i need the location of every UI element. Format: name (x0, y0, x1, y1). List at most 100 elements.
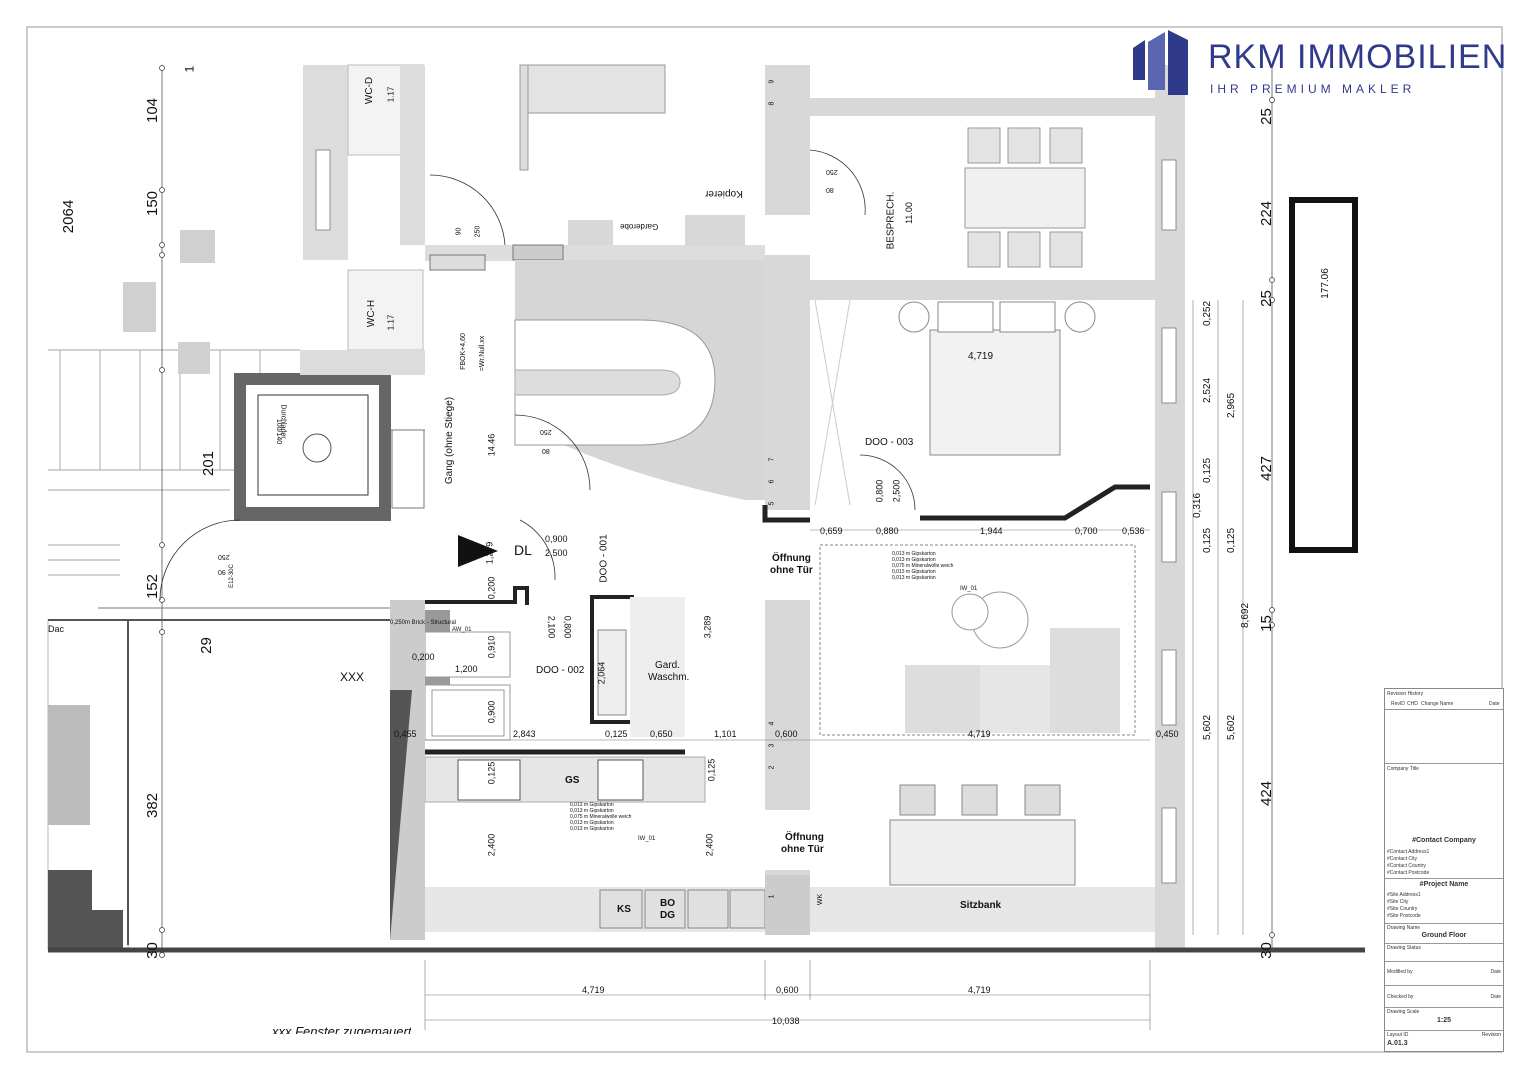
door-dim: 2,500 (545, 548, 568, 558)
wall-layers-1: 0,013 m Gipskarton 0,013 m Gipskarton 0,… (892, 551, 953, 581)
column-2 (123, 282, 156, 332)
brand-header: RKM IMMOBILIEN IHR PREMIUM MAKLER (1130, 30, 1520, 100)
plan-dim: 4,719 (968, 351, 994, 362)
plan-dim: 4,719 (968, 985, 991, 995)
dim-right: 25 (1257, 290, 1275, 307)
corridor-top-wall (425, 245, 765, 261)
door-dim: 0,800 (874, 479, 885, 503)
plan-dim: 2,400 (486, 833, 497, 857)
brand-name: RKM IMMOBILIEN (1208, 38, 1508, 76)
dim-left: 1 (182, 65, 197, 73)
col-header: RevID (1391, 701, 1405, 707)
central-wall-top (765, 65, 810, 215)
plan-dim: 0,450 (1156, 729, 1179, 739)
dim-left: 2064 (60, 199, 78, 234)
dim-right: 224 (1258, 200, 1276, 227)
opening-label: Öffnung (772, 553, 811, 564)
layer-line: 0,013 m Gipskarton (570, 808, 614, 814)
contact-line: #Contact Address1 (1387, 849, 1430, 855)
storage-box (1289, 197, 1358, 553)
dim-left: 201 (200, 450, 218, 477)
door-dim: 80 (542, 447, 550, 454)
plan-dim: 0,125 (605, 729, 628, 739)
plan-dim: 2,843 (513, 729, 536, 739)
opening-label: ohne Tür (770, 565, 813, 576)
plan-dim: 0,659 (820, 526, 843, 536)
plan-dim: 2,400 (704, 833, 715, 857)
dl-label: DL (514, 542, 532, 558)
room-label-gard: Gard. (655, 660, 681, 671)
grey-block-left (48, 705, 90, 825)
modified-by-label: Modified by (1387, 969, 1413, 975)
brand-logo (1133, 30, 1188, 95)
door-dim: 0,900 (545, 534, 568, 544)
axis-marker: 9 (768, 79, 776, 84)
col-header: Change Name (1421, 701, 1454, 707)
dac-label: Dac (48, 624, 65, 634)
contact-company: #Contact Company (1412, 837, 1476, 844)
column-3 (178, 342, 210, 374)
contact-line: #Contact Postcode (1387, 870, 1430, 876)
axis-marker: 1 (768, 894, 776, 899)
wall-spec: 0,250m Brick - Structural (390, 620, 457, 626)
door-dim: 2,100 (546, 615, 557, 639)
dim-right: 5,602 (1202, 714, 1214, 741)
door-dim: 250 (540, 428, 552, 435)
meeting-table (964, 127, 1086, 268)
storage-box-label: 177.06 (1319, 268, 1331, 299)
drawing-scale-label: Drawing Scale (1387, 1009, 1420, 1015)
plan-dim: 0,900 (486, 700, 497, 724)
room-area-besprech: 11.00 (903, 202, 914, 224)
door-dim: 0,800 (562, 615, 573, 639)
door-label: DOO - 002 (536, 665, 585, 676)
room-label-kopierer: Kopierer (705, 188, 743, 199)
note-fenster: xxx Fenster zugemauert (272, 1024, 412, 1034)
opening-label: Öffnung (785, 832, 824, 843)
project-name: #Project Name (1419, 881, 1469, 888)
dg-label: DG (660, 910, 675, 921)
plan-dim: 10,038 (772, 1016, 800, 1026)
wall-tag: IW_01 (638, 836, 656, 842)
plan-dim: 1,279 (484, 541, 495, 565)
plan-dim: 4,719 (968, 729, 991, 739)
wall-tag: E12-30C (228, 564, 235, 588)
plan-dim: 1,200 (455, 664, 478, 674)
checked-by-label: Checked by (1387, 994, 1414, 1000)
dim-right: 15 (1257, 615, 1275, 632)
door-dim: 90 (218, 568, 226, 575)
axis-marker: 5 (768, 501, 776, 506)
plan-dim: 0,455 (394, 729, 417, 739)
dim-left: 150 (144, 190, 162, 217)
plan-dim: 0,125 (706, 758, 717, 782)
drawing-name-label: Drawing Name (1387, 925, 1421, 931)
plan-dim: 0,650 (650, 729, 673, 739)
site-line: #Site City (1387, 899, 1409, 905)
plan-dim: 0,125 (486, 761, 497, 785)
axis-marker: 7 (768, 457, 776, 462)
axis-marker: 6 (768, 479, 776, 484)
dim-left: 104 (144, 97, 162, 124)
level-null: =Wr.Null.xx (479, 335, 487, 372)
ks-label: KS (617, 904, 631, 915)
level-fbok: FBOK+4,60 (459, 333, 467, 370)
room-label-wch: WC-H (366, 299, 378, 328)
xxx-label: XXX (340, 670, 365, 684)
door-dim: 90 (455, 227, 463, 236)
bo-label: BO (660, 898, 675, 909)
dl-arrow (458, 535, 498, 567)
room-area-gang: 14.46 (486, 433, 497, 457)
room-label-garderobe: Garderobe (620, 222, 659, 231)
layer-line: 0,075 m Mineralwolle weich (570, 814, 632, 820)
dim-left: 152 (144, 573, 162, 600)
revision-history-label: Revision History (1387, 691, 1424, 697)
dim-right: 2,965 (1226, 392, 1238, 419)
plan-dim: 0,910 (486, 635, 497, 659)
door-label: DOO - 001 (598, 534, 610, 583)
room-area-wcd: 1.17 (386, 86, 396, 103)
plan-dim: 1,944 (980, 526, 1003, 536)
wall-tag: AW_01 (452, 627, 472, 633)
axis-marker: 8 (768, 101, 776, 106)
drawing-name: Ground Floor (1421, 932, 1467, 939)
